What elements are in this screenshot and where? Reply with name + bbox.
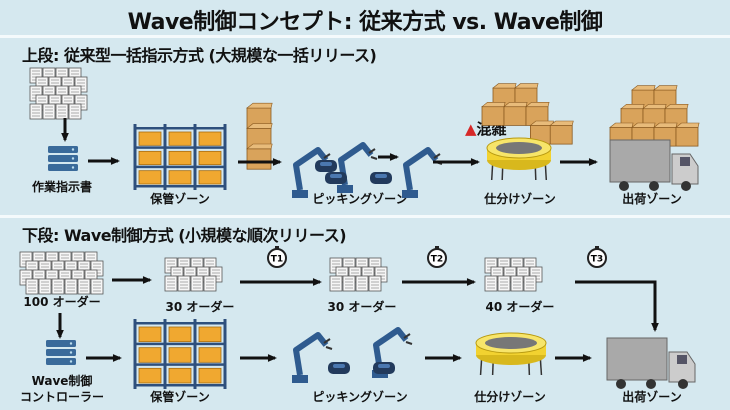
- arrow-icon: [433, 158, 480, 166]
- robot-arm-icon: [337, 142, 378, 193]
- truck-icon: [606, 337, 696, 389]
- documents-icon: [484, 257, 543, 292]
- timer-icon: T1: [267, 246, 287, 268]
- truck-icon: [609, 139, 699, 191]
- arrow-icon: [240, 354, 277, 362]
- shipping-zone-label: 出荷ゾーン: [622, 192, 682, 206]
- divider: [0, 35, 730, 38]
- arrow-icon: [378, 153, 399, 161]
- server-icon: [46, 340, 76, 365]
- arrow-icon: [555, 354, 592, 362]
- documents-icon: [19, 251, 104, 295]
- agv-robot-icon: [325, 172, 347, 184]
- storage-shelf-icon: [133, 124, 227, 190]
- sorting-zone-label: 仕分けゾーン: [484, 192, 556, 206]
- arrow-icon: [238, 158, 282, 166]
- page-title: Wave制御コンセプト: 従来方式 vs. Wave制御: [127, 10, 603, 35]
- agv-robot-icon: [370, 172, 392, 184]
- arrow-icon: [402, 278, 476, 286]
- storage-shelf-icon: [133, 319, 227, 389]
- boxes-icon: [609, 85, 700, 147]
- documents-icon: [164, 257, 223, 292]
- documents-icon: [29, 67, 88, 120]
- documents-icon: [329, 257, 388, 292]
- sorter-icon: [475, 332, 547, 376]
- arrow-icon: [61, 118, 69, 142]
- agv-robot-icon: [373, 362, 395, 374]
- arrow-icon: [425, 354, 462, 362]
- arrow-icon: [575, 280, 659, 332]
- robot-arm-icon: [292, 332, 333, 383]
- picking-zone-label: ピッキングゾーン: [312, 390, 408, 404]
- warning-icon: ▲: [465, 120, 477, 138]
- timer-label: T3: [591, 255, 603, 265]
- bottom-section-heading: 下段: Wave制御方式 (小規模な順次リリース): [22, 226, 347, 245]
- order-count-label: 100 オーダー: [23, 295, 101, 309]
- agv-robot-icon: [315, 160, 337, 172]
- timer-label: T2: [431, 255, 443, 265]
- timer-icon: T3: [587, 246, 607, 268]
- boxes-icon: [246, 102, 273, 170]
- arrow-icon: [560, 158, 598, 166]
- order-count-label: 30 オーダー: [165, 300, 235, 314]
- timer-icon: T2: [427, 246, 447, 268]
- arrow-icon: [240, 278, 322, 286]
- timer-label: T1: [271, 255, 283, 265]
- top-section-heading: 上段: 従来型一括指示方式 (大規模な一括リリース): [22, 46, 377, 65]
- arrow-icon: [56, 313, 64, 339]
- boxes-icon: [481, 83, 574, 145]
- shipping-zone-label: 出荷ゾーン: [622, 390, 682, 404]
- controller-label-line2: コントローラー: [19, 390, 105, 404]
- sorter-icon: [486, 137, 552, 181]
- order-count-label: 40 オーダー: [485, 300, 555, 314]
- storage-zone-label: 保管ゾーン: [150, 192, 210, 206]
- order-count-label: 30 オーダー: [327, 300, 397, 314]
- agv-robot-icon: [328, 362, 350, 374]
- work-order-label: 作業指示書: [31, 180, 93, 194]
- arrow-icon: [86, 354, 122, 362]
- arrow-icon: [88, 157, 120, 165]
- storage-zone-label: 保管ゾーン: [150, 390, 210, 404]
- robot-arm-icon: [402, 147, 443, 198]
- picking-zone-label: ピッキングゾーン: [312, 192, 408, 206]
- server-icon: [48, 146, 78, 171]
- sorting-zone-label: 仕分けゾーン: [474, 390, 546, 404]
- controller-label-line1: Wave制御: [31, 374, 93, 388]
- arrow-icon: [112, 276, 152, 284]
- divider: [0, 215, 730, 218]
